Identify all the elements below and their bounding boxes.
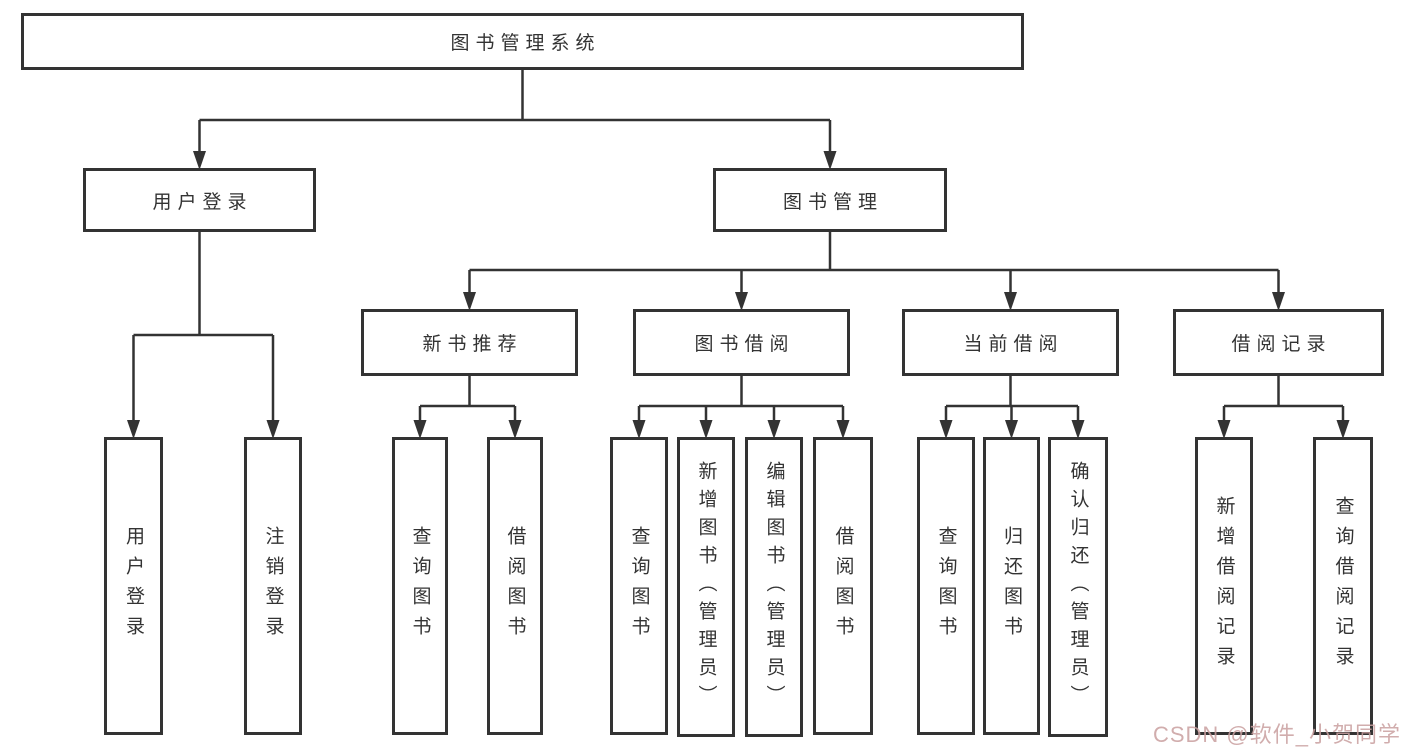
node-current-borrow: 当前借阅 xyxy=(902,309,1119,376)
arrowhead-icon xyxy=(836,420,850,439)
node-label-new-book-rec: 新书推荐 xyxy=(422,334,523,355)
arrowhead-icon xyxy=(699,420,713,439)
node-book-borrow: 图书借阅 xyxy=(633,309,850,376)
node-label-current-borrow: 当前借阅 xyxy=(963,334,1064,355)
node-book-mgmt: 图书管理 xyxy=(713,168,947,232)
node-label-confirm-return-admin: 确认归还（管理员） xyxy=(1067,461,1089,713)
arrowhead-icon xyxy=(1272,292,1285,311)
node-confirm-return-admin: 确认归还（管理员） xyxy=(1048,437,1108,737)
node-query-books-2: 查询图书 xyxy=(610,437,668,735)
node-query-books-1: 查询图书 xyxy=(392,437,448,735)
node-user-login: 用户登录 xyxy=(83,168,316,232)
arrowhead-icon xyxy=(1217,420,1231,439)
node-label-book-borrow: 图书借阅 xyxy=(694,334,795,355)
node-new-book-rec: 新书推荐 xyxy=(361,309,578,376)
node-add-books-admin: 新增图书（管理员） xyxy=(677,437,735,737)
node-label-login-action: 用户登录 xyxy=(123,526,144,646)
arrowhead-icon xyxy=(767,420,781,439)
node-borrow-records: 借阅记录 xyxy=(1173,309,1384,376)
arrowhead-icon xyxy=(127,420,140,439)
arrowhead-icon xyxy=(1071,420,1085,439)
node-label-book-mgmt: 图书管理 xyxy=(782,191,883,213)
node-label-edit-books-admin: 编辑图书（管理员） xyxy=(763,461,785,713)
arrowhead-icon xyxy=(1336,420,1350,439)
arrowhead-icon xyxy=(1005,420,1018,439)
node-label-query-borrow-record: 查询借阅记录 xyxy=(1332,496,1354,676)
arrowhead-icon xyxy=(266,420,280,439)
arrowhead-icon xyxy=(735,292,748,311)
arrowhead-icon xyxy=(823,151,837,170)
node-label-query-books-1: 查询图书 xyxy=(409,526,431,646)
arrowhead-icon xyxy=(1004,292,1017,311)
arrowhead-icon xyxy=(193,151,206,170)
node-label-add-books-admin: 新增图书（管理员） xyxy=(695,461,717,713)
node-query-books-3: 查询图书 xyxy=(917,437,975,735)
node-label-borrow-records: 借阅记录 xyxy=(1231,334,1332,355)
node-label-query-books-2: 查询图书 xyxy=(628,526,650,646)
node-edit-books-admin: 编辑图书（管理员） xyxy=(745,437,803,737)
node-label-borrow-books-1: 借阅图书 xyxy=(504,526,526,646)
node-add-borrow-record: 新增借阅记录 xyxy=(1195,437,1253,735)
node-label-user-login: 用户登录 xyxy=(152,191,253,213)
node-label-return-books: 归还图书 xyxy=(1001,526,1022,646)
node-root: 图书管理系统 xyxy=(21,13,1024,70)
node-query-borrow-record: 查询借阅记录 xyxy=(1313,437,1373,735)
arrowhead-icon xyxy=(939,420,953,439)
node-logout-action: 注销登录 xyxy=(244,437,302,735)
node-label-borrow-books-2: 借阅图书 xyxy=(832,526,854,646)
arrowhead-icon xyxy=(463,292,476,311)
node-label-root: 图书管理系统 xyxy=(450,33,601,54)
node-borrow-books-2: 借阅图书 xyxy=(813,437,873,735)
node-login-action: 用户登录 xyxy=(104,437,163,735)
arrowhead-icon xyxy=(413,420,427,439)
arrowhead-icon xyxy=(632,420,646,439)
node-borrow-books-1: 借阅图书 xyxy=(487,437,543,735)
node-label-logout-action: 注销登录 xyxy=(262,526,284,646)
node-label-query-books-3: 查询图书 xyxy=(935,526,957,646)
csdn-watermark: CSDN @软件_小贺同学 xyxy=(1152,722,1401,747)
node-return-books: 归还图书 xyxy=(983,437,1040,735)
arrowhead-icon xyxy=(508,420,522,439)
node-label-add-borrow-record: 新增借阅记录 xyxy=(1213,496,1235,676)
